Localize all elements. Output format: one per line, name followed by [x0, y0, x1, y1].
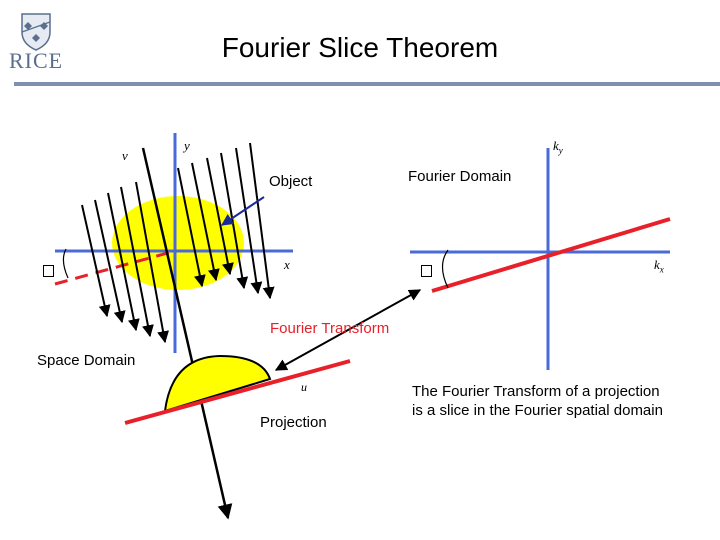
rice-shield-logo: [21, 13, 51, 51]
fourier-transform-arrow: [274, 289, 422, 371]
title-divider: [14, 82, 720, 86]
caption-line-1: The Fourier Transform of a projection: [412, 383, 660, 400]
space-x-label: x: [284, 257, 290, 272]
caption: The Fourier Transform of a projection is…: [412, 382, 663, 420]
rotated-axis-label: v: [122, 148, 128, 163]
object-shape: [112, 196, 244, 290]
projection-rays: [81, 142, 275, 344]
projection-label: Projection: [260, 414, 327, 431]
caption-line-2: is a slice in the Fourier spatial domain: [412, 402, 663, 419]
projection-profile: [163, 354, 272, 413]
projection-axis-label: u: [301, 380, 307, 394]
rotated-v-axis: [141, 147, 233, 520]
space-y-label: y: [184, 138, 190, 153]
object-pointer-arrow: [221, 196, 265, 226]
fourier-slice: [431, 217, 671, 293]
space-domain-label: Space Domain: [37, 352, 136, 369]
fourier-ky-label: ky: [553, 138, 563, 156]
fourier-kx-label: kx: [654, 257, 664, 275]
theta-symbol-space: [43, 265, 54, 277]
angle-arc-fourier: [441, 249, 449, 289]
theta-symbol-fourier: [421, 265, 432, 277]
logo-text: RICE: [8, 48, 64, 73]
fourier-transform-label: Fourier Transform: [270, 320, 390, 337]
angle-arc-space: [62, 248, 69, 279]
page-title: Fourier Slice Theorem: [221, 32, 499, 63]
fourier-domain-label: Fourier Domain: [408, 168, 512, 185]
projection-line: [124, 359, 351, 425]
object-label: Object: [269, 173, 313, 190]
